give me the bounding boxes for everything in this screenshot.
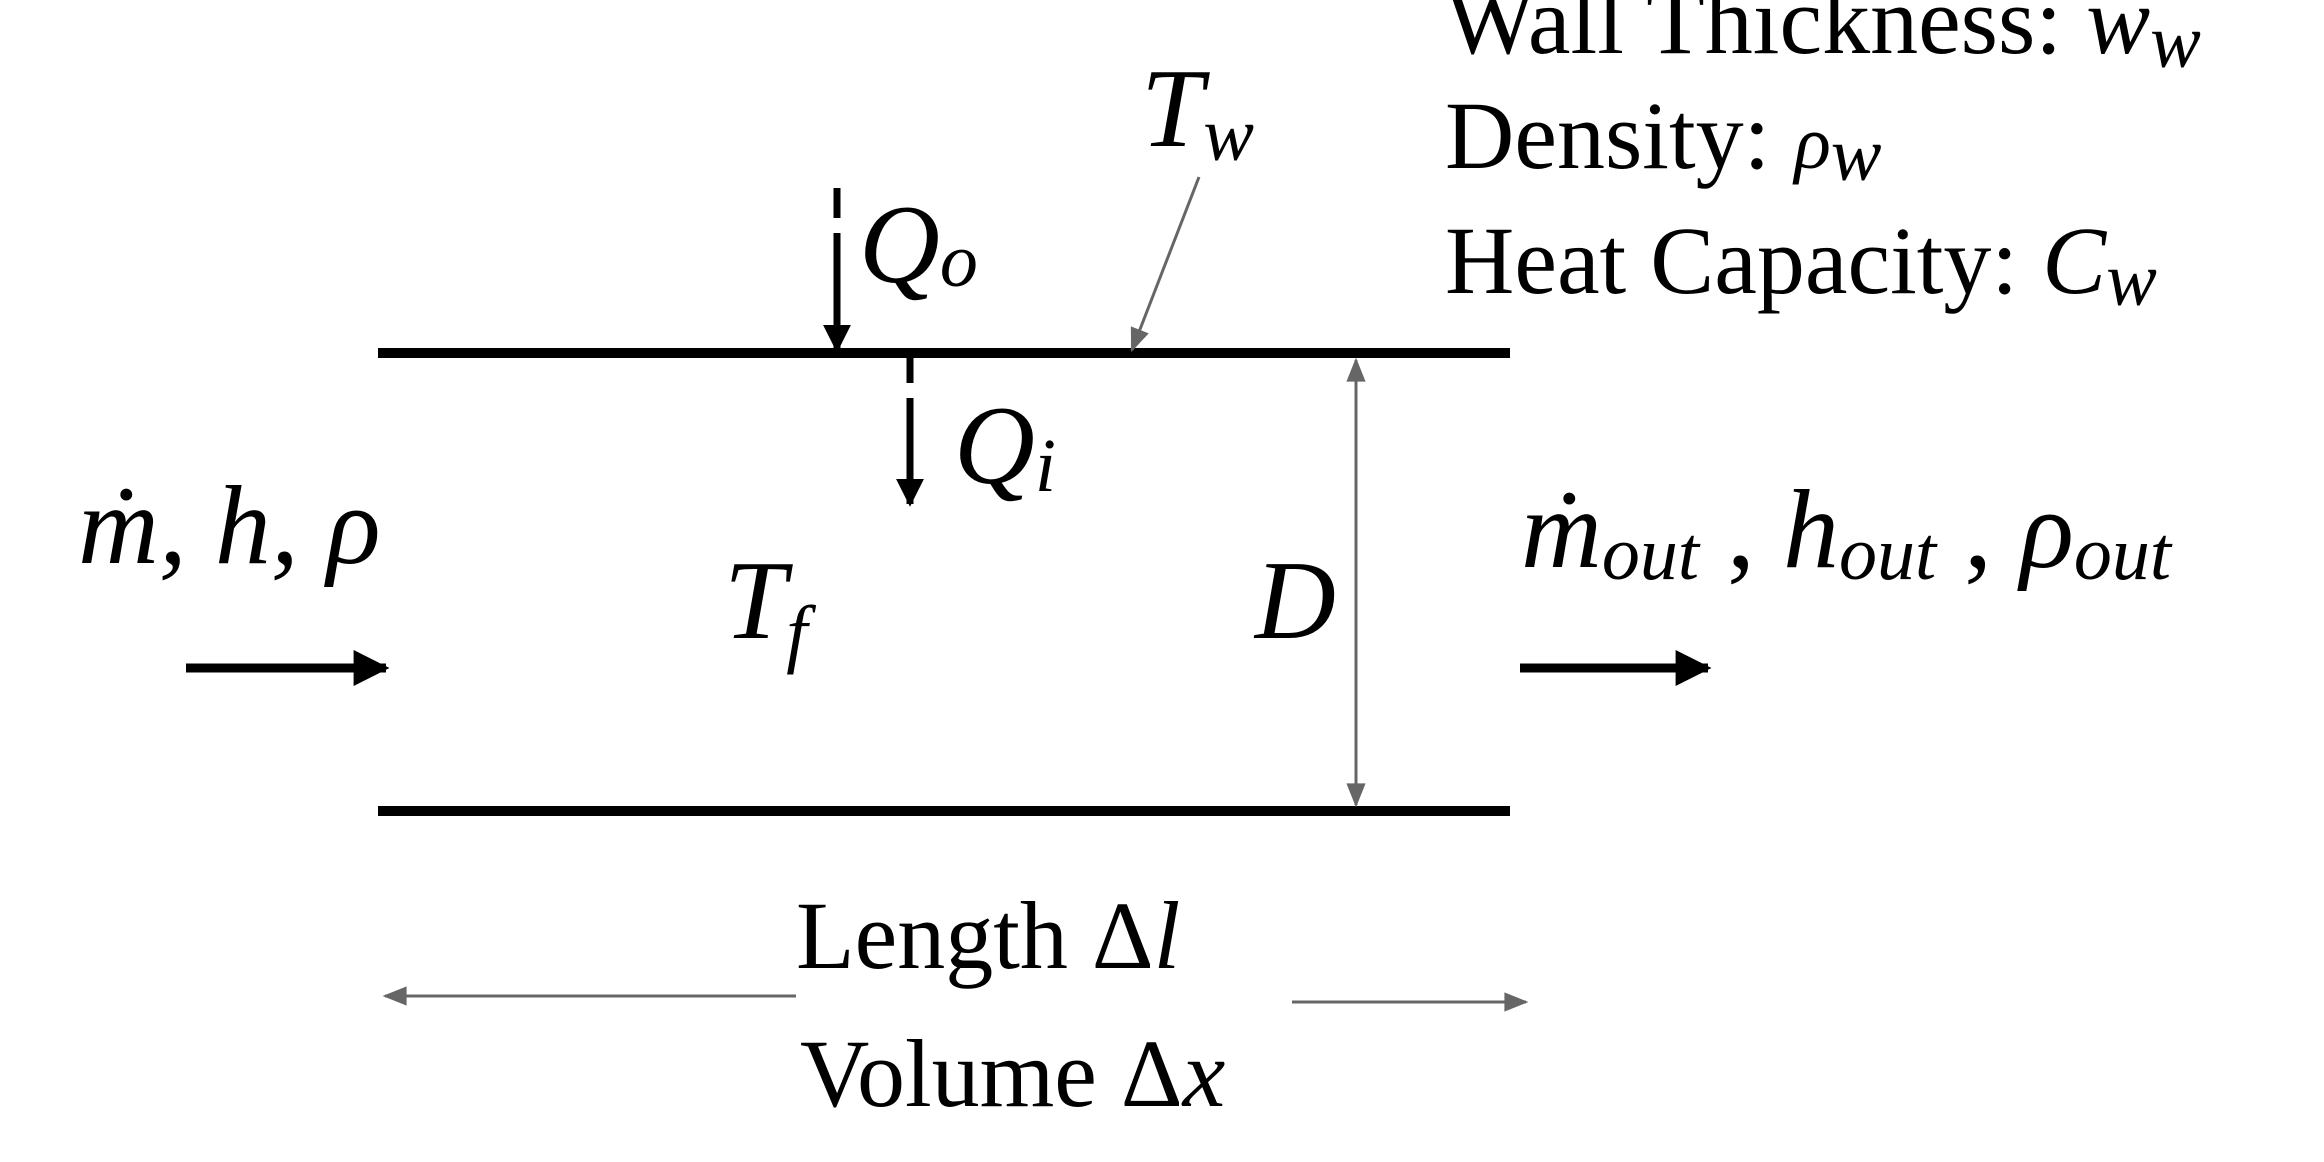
fluid-temp-label: Tf — [724, 539, 816, 675]
heat-inner-label: Qi — [954, 384, 1056, 508]
density-label: Density: ρw — [1445, 82, 1882, 197]
outlet-state-label: ṁout , hout , ρout — [1521, 468, 2173, 596]
wall-temp-label: Tw — [1141, 47, 1254, 177]
inlet-state-label: ṁ, h, ρ — [78, 464, 381, 588]
heat-outer-label: Qo — [859, 183, 978, 307]
wall-thickness-label: Wall Thickness: ww — [1445, 0, 2201, 84]
volume-label: Volume Δx — [800, 1020, 1225, 1127]
diameter-label: D — [1253, 539, 1336, 663]
wall-temp-pointer — [1130, 176, 1201, 353]
heat-capacity-label: Heat Capacity: Cw — [1445, 207, 2157, 322]
length-label: Length Δl — [796, 882, 1180, 989]
